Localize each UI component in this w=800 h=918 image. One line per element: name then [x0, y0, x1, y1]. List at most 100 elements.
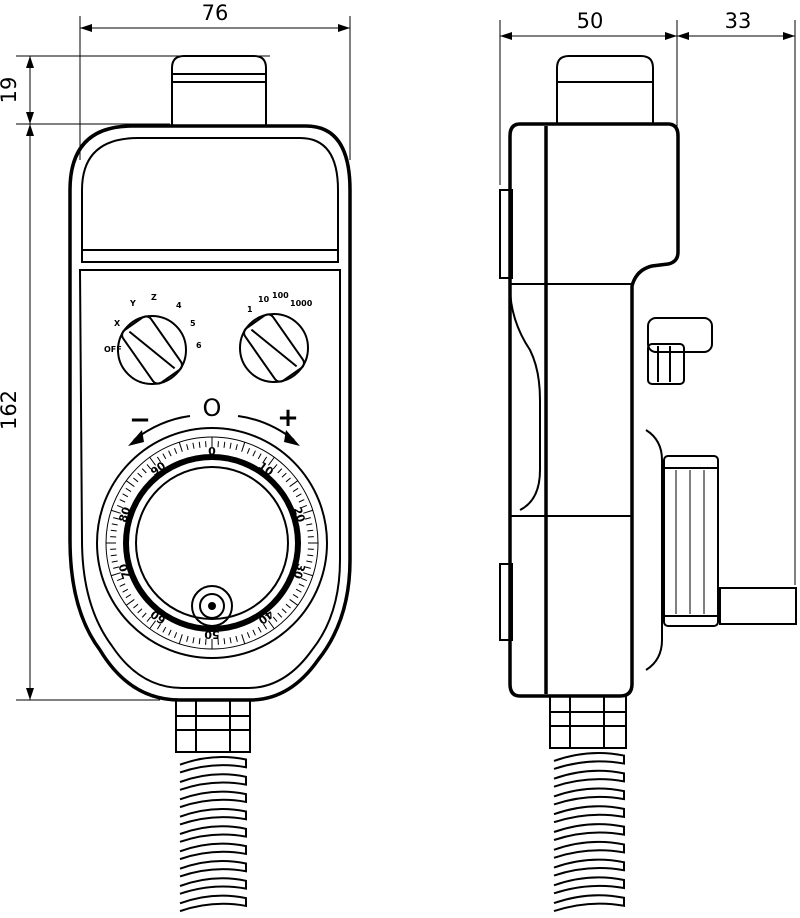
cable-coil — [553, 805, 625, 824]
plus-label: + — [277, 403, 299, 433]
dial-tick — [229, 442, 232, 449]
dial-tick — [301, 504, 308, 509]
dial-tick — [277, 468, 283, 474]
dial-tick — [289, 480, 299, 487]
dial-number: 40 — [255, 607, 275, 627]
dial-tick — [186, 444, 189, 451]
cable-coil — [179, 755, 247, 774]
minus-label: − — [129, 405, 151, 435]
dial-tick — [125, 487, 132, 492]
dial-tick — [113, 566, 120, 569]
dial-tick — [110, 554, 117, 557]
dial-tick — [285, 477, 291, 483]
dial-tick — [252, 629, 256, 636]
dial-tick — [303, 509, 313, 514]
dial-tick — [292, 594, 299, 599]
axis-label-4: 4 — [176, 301, 182, 310]
dial-tick — [156, 456, 161, 463]
dimension-lines — [16, 16, 796, 701]
cable-coil — [179, 877, 247, 895]
dial-tick — [162, 626, 167, 633]
cable-coil — [553, 840, 625, 859]
dial-tick — [246, 447, 251, 454]
dial-tick — [285, 603, 291, 609]
cable-coil — [553, 751, 625, 770]
step-label-100: 100 — [272, 291, 289, 300]
dial-tick — [295, 588, 302, 593]
cable-coil — [179, 894, 247, 913]
dim-width-76: 76 — [202, 1, 229, 25]
dial-tick — [116, 504, 123, 509]
dial-tick — [257, 453, 262, 460]
dial-number: 10 — [256, 459, 276, 479]
dial-tick — [252, 450, 256, 457]
dial-tick — [137, 608, 143, 614]
dial-tick — [223, 638, 226, 645]
step-label-1: 1 — [247, 305, 253, 314]
dial-tick — [133, 603, 139, 609]
front-view: X Y Z 4 5 6 OFF 1 10 100 1000 − O + — [68, 55, 352, 913]
cable-coil — [179, 859, 247, 878]
dial-tick — [235, 444, 238, 451]
axis-selector-knob — [117, 315, 187, 385]
dim-depth-50: 50 — [577, 9, 604, 33]
cable-coil — [553, 894, 625, 913]
axis-label-5: 5 — [190, 319, 196, 328]
cable-coil — [179, 807, 247, 826]
dial-tick — [304, 566, 311, 569]
dim-height-19: 19 — [0, 77, 21, 104]
dial-tick — [304, 517, 311, 520]
dial-tick — [141, 612, 147, 618]
dial-tick — [173, 447, 178, 454]
axis-label-x: X — [114, 319, 121, 328]
dial-tick — [116, 577, 123, 582]
dial-tick — [198, 638, 201, 645]
dial-number: 70 — [116, 562, 133, 581]
cable-coil — [553, 787, 625, 806]
cable-coil — [553, 823, 625, 841]
dial-tick — [168, 629, 172, 636]
dial-tick — [149, 620, 156, 630]
dial-tick — [263, 623, 268, 630]
dial-tick — [133, 477, 139, 483]
dial-tick — [173, 632, 178, 639]
dial-tick — [292, 487, 299, 492]
dial-tick — [246, 632, 251, 639]
dial-tick — [268, 620, 275, 630]
dial-tick — [110, 529, 117, 532]
dial-tick — [268, 456, 275, 466]
dial-number: 0 — [208, 445, 216, 458]
dial-tick — [307, 554, 314, 557]
dial-tick — [223, 441, 226, 448]
dial-tick — [306, 560, 313, 563]
dial-number: 80 — [116, 505, 133, 524]
dial-tick — [281, 472, 287, 478]
dial-tick — [277, 612, 283, 618]
dial-tick — [289, 599, 299, 606]
dial-number: 30 — [290, 562, 307, 581]
dial-number: 20 — [290, 505, 307, 524]
dial-tick — [281, 608, 287, 614]
step-selector-knob — [239, 313, 309, 383]
dial-number: 90 — [148, 459, 168, 479]
side-handwheel — [645, 429, 797, 671]
dial-tick — [307, 529, 314, 532]
cable-gland — [175, 699, 251, 753]
zero-label: O — [203, 394, 222, 422]
dial-tick — [301, 577, 308, 582]
step-label-10: 10 — [258, 295, 270, 304]
axis-label-off: OFF — [104, 345, 122, 354]
dial-tick — [272, 464, 278, 470]
dial-tick — [192, 637, 195, 644]
dim-height-162: 162 — [0, 390, 21, 430]
dial-tick — [272, 616, 278, 622]
dial-tick — [146, 616, 152, 622]
dial-number: 60 — [148, 607, 168, 627]
dial-tick — [198, 441, 201, 448]
cable-coil — [179, 773, 247, 791]
axis-label-z: Z — [151, 293, 157, 302]
dial-tick — [111, 560, 118, 563]
